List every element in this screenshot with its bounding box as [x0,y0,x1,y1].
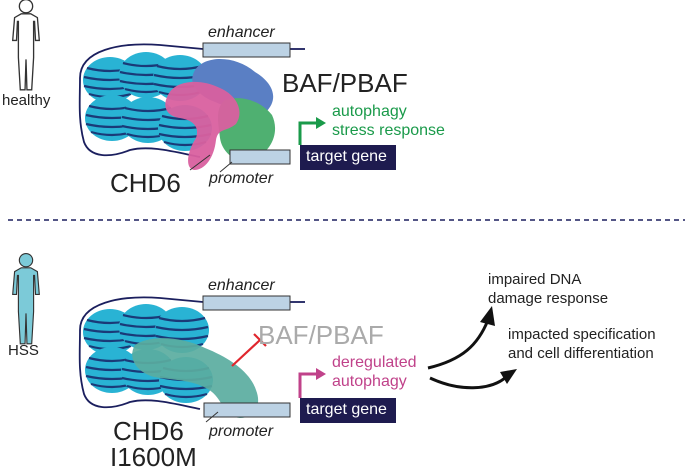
deregulated-arrow [298,368,326,398]
chd6-mutant-label: CHD6 [113,416,184,446]
promoter-box [229,149,291,165]
enhancer-box [202,295,291,311]
promoter-box [203,402,291,418]
enhancer-label: enhancer [208,24,275,41]
dna-strand [78,296,204,410]
outcome-autophagy-label: autophagy [332,373,407,390]
chd6-remodeler [165,81,240,170]
chd6-mutation-label: I1600M [110,442,197,472]
dna-strand [78,43,204,158]
hss-panel [12,252,517,423]
enhancer-box [202,42,291,58]
target-gene-box [300,398,396,423]
condition-label-hss: HSS [8,342,39,359]
activation-arrow [298,117,326,145]
baf-pbaf-label: BAF/PBAF [282,68,408,98]
promoter-label: promoter [209,170,274,187]
outcome-autophagy-label: autophagy [332,103,407,120]
baf-pbaf-label-faded: BAF/PBAF [258,320,384,350]
enhancer-label: enhancer [208,277,275,294]
person-outline-icon [12,0,40,91]
person-filled-icon [12,252,40,345]
promoter-label: promoter [209,423,274,440]
outcome-deregulated-label: deregulated [332,354,417,371]
chd6-label: CHD6 [110,168,181,198]
consequence-arrow-dna [427,306,495,370]
consequence-arrow-differentiation [429,369,517,390]
effect-dna-damage-line1: impaired DNA [488,271,582,288]
effect-dna-damage-line2: damage response [488,290,609,307]
inhibition-bar [231,333,267,367]
condition-label-healthy: healthy [2,92,51,109]
effect-differentiation-line1: impacted specification [508,326,656,343]
target-gene-label: target gene [306,148,387,165]
outcome-stress-label: stress response [332,122,445,139]
target-gene-label: target gene [306,401,387,418]
effect-differentiation-line2: and cell differentiation [508,345,654,362]
healthy-panel [12,0,396,173]
chd6-mutant-remodeler [132,338,259,418]
target-gene-box [300,145,396,170]
